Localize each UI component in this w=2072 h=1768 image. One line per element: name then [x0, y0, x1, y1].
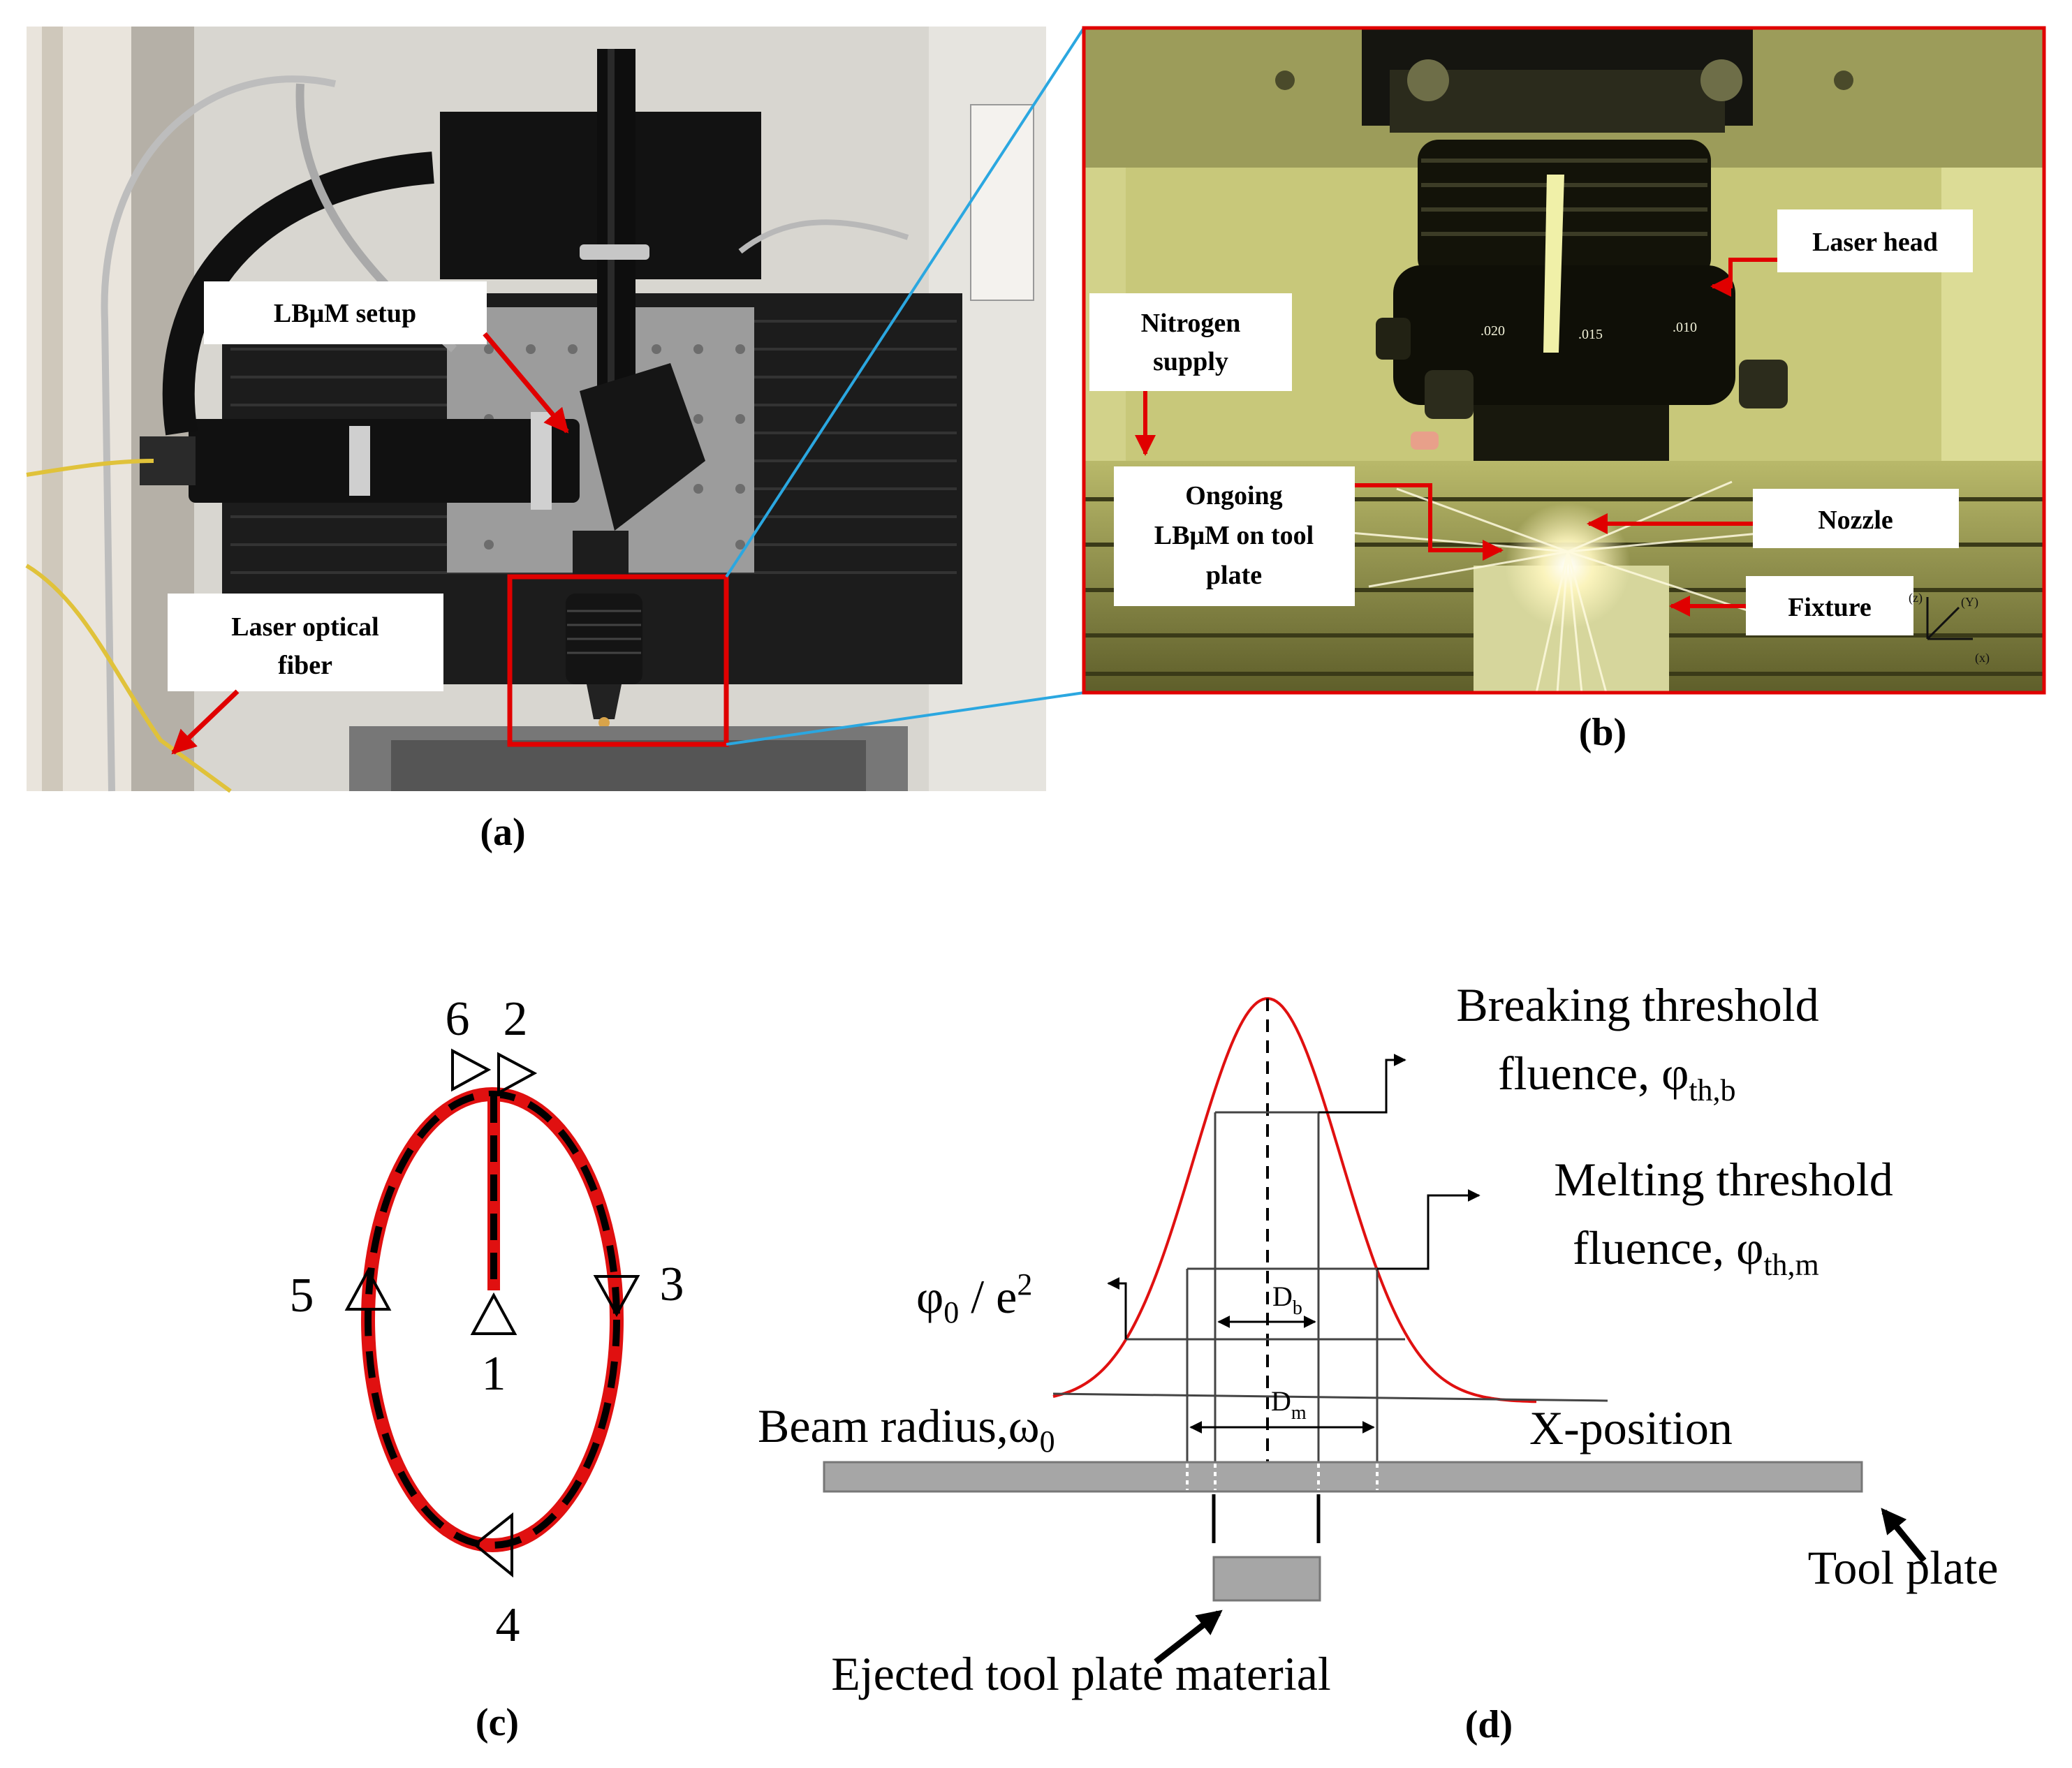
callout-nozzle: Nozzle	[1587, 489, 1959, 548]
db-label: Db	[1272, 1281, 1302, 1319]
gaussian-curve	[1052, 996, 1537, 1404]
panel-b: .020 .015 .010	[1082, 26, 2046, 754]
highlight-box	[507, 574, 729, 747]
panel-a: LBμM setup Laser optical fiber (a)	[25, 27, 1085, 854]
point-label-1: 1	[482, 1347, 506, 1401]
closeup-border	[1082, 26, 2046, 695]
breaking-label-line2: fluence, φth,b	[1498, 1047, 1736, 1107]
tool-plate	[823, 1461, 1863, 1493]
label-nozzle: Nozzle	[1818, 506, 1893, 535]
ejected-label: Ejected tool plate material	[831, 1647, 1331, 1700]
tool-plate-label: Tool plate	[1808, 1541, 1999, 1594]
e2-leader	[1107, 1277, 1127, 1339]
dial-015: .015	[1578, 327, 1603, 342]
ejected-arrow	[1154, 1609, 1223, 1665]
point-label-3: 3	[660, 1258, 684, 1311]
caption-d: (d)	[1465, 1703, 1513, 1746]
breaking-leader	[1318, 1054, 1406, 1114]
callout-fiber: Laser optical fiber	[168, 594, 443, 755]
melting-label-line1: Melting threshold	[1554, 1153, 1893, 1206]
triangle-6	[451, 1048, 492, 1092]
triangle-4	[472, 1512, 513, 1578]
label-fiber-line2: fiber	[278, 651, 332, 680]
point-label-6: 6	[446, 992, 470, 1046]
callout-ongoing: Ongoing LBμM on tool plate	[1114, 466, 1504, 606]
caption-b: (b)	[1579, 711, 1626, 754]
callout-setup: LBμM setup	[204, 281, 569, 434]
label-laser-head: Laser head	[1812, 228, 1938, 257]
point-label-5: 5	[290, 1269, 314, 1323]
dial-020: .020	[1480, 323, 1505, 339]
label-fiber-line1: Laser optical	[231, 612, 379, 642]
triangle-3	[593, 1275, 640, 1318]
callout-fixture: Fixture	[1669, 576, 1913, 635]
label-nitrogen-line2: supply	[1153, 347, 1228, 376]
melting-leader	[1377, 1189, 1480, 1270]
panel-d: Db Dm Breaking threshold fluence, φth,b …	[758, 978, 1998, 1746]
scan-path-dashed	[365, 1091, 620, 1549]
ejected-material	[1212, 1556, 1321, 1602]
label-ongoing-line2: LBμM on tool	[1154, 521, 1314, 550]
label-ongoing-line1: Ongoing	[1185, 481, 1282, 510]
dm-label: Dm	[1271, 1385, 1307, 1424]
beam-radius-label: Beam radius,ω0	[758, 1399, 1055, 1459]
setup-photo	[25, 27, 1046, 793]
label-nitrogen-line1: Nitrogen	[1141, 309, 1241, 338]
axis-y-label: (Y)	[1961, 595, 1978, 610]
baseline-line	[1052, 1392, 1608, 1402]
caption-c: (c)	[476, 1701, 519, 1744]
label-ongoing-line3: plate	[1206, 561, 1262, 590]
triangle-1	[470, 1292, 517, 1335]
axis-triad: (z) (Y) (x)	[1909, 591, 1990, 665]
caption-a: (a)	[480, 811, 525, 854]
drop-lines	[1186, 1112, 1379, 1465]
x-position-label: X-position	[1529, 1401, 1733, 1454]
label-lbum-setup: LBμM setup	[274, 299, 416, 328]
point-label-2: 2	[504, 992, 528, 1046]
leader-line-bottom	[726, 691, 1085, 746]
triangle-2	[497, 1052, 538, 1096]
axis-z-label: (z)	[1909, 591, 1923, 605]
axis-x-label: (x)	[1975, 651, 1990, 665]
callout-nitrogen: Nitrogen supply	[1089, 293, 1292, 456]
phi0-e2-label: φ0 / e2	[916, 1267, 1032, 1329]
panel-c: 1 2 3 4 5 6 (c)	[290, 992, 684, 1744]
melting-label-line2: fluence, φth,m	[1573, 1221, 1819, 1282]
callout-laser-head: Laser head	[1710, 209, 1973, 297]
point-label-4: 4	[496, 1598, 520, 1652]
leader-line-top	[725, 27, 1085, 578]
label-fixture: Fixture	[1788, 593, 1872, 622]
breaking-label-line1: Breaking threshold	[1456, 978, 1818, 1031]
triangle-5	[344, 1267, 392, 1311]
tool-plate-arrow	[1881, 1508, 1927, 1563]
dial-010: .010	[1673, 320, 1697, 335]
